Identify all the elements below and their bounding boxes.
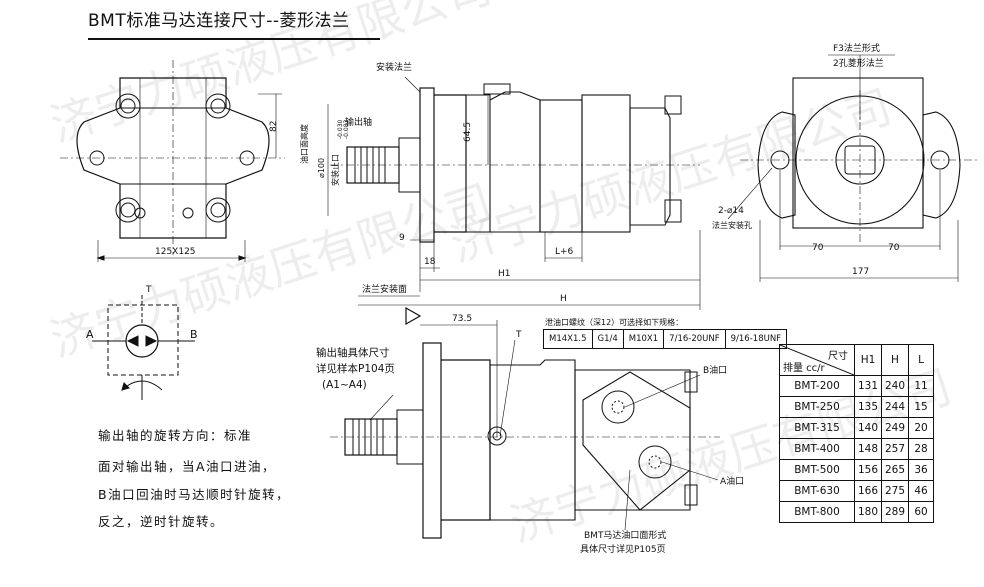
dia-tol-lower: -0.083 xyxy=(343,119,350,139)
dia-label: ⌀100 xyxy=(317,158,326,178)
value-cell: 249 xyxy=(881,417,909,439)
value-cell: 257 xyxy=(881,438,909,460)
col-h: H xyxy=(881,344,909,376)
model-cell: BMT-315 xyxy=(779,417,855,439)
dim-70-a: 70 xyxy=(812,243,824,253)
rotation-line-4: 反之，逆时针旋转。 xyxy=(98,514,225,529)
value-cell: 275 xyxy=(881,480,909,502)
thread-option: G1/4 xyxy=(591,329,624,349)
shaft-label: 输出轴 xyxy=(345,116,372,128)
col-h1: H1 xyxy=(854,344,882,376)
spec-header-corner: 尺寸 排量 cc/r xyxy=(779,344,855,376)
dim-h1: H1 xyxy=(498,269,511,279)
value-cell: 131 xyxy=(854,375,882,397)
value-cell: 15 xyxy=(908,396,934,418)
model-cell: BMT-500 xyxy=(779,459,855,481)
value-cell: 36 xyxy=(908,459,934,481)
lower-t-label: T xyxy=(515,330,522,340)
value-cell: 166 xyxy=(854,480,882,502)
thread-option: 7/16-20UNF xyxy=(663,329,726,349)
model-cell: BMT-250 xyxy=(779,396,855,418)
value-cell: 244 xyxy=(881,396,909,418)
thread-option: M10X1 xyxy=(622,329,665,349)
dim-l6: L+6 xyxy=(555,247,574,257)
a-port-label: A油口 xyxy=(720,475,744,487)
thread-options-table: M14X1.5 G1/4 M10X1 7/16-20UNF 9/16-18UNF xyxy=(543,329,788,349)
rotation-line-2: 面对输出轴，当A油口进油， xyxy=(98,459,277,474)
dia-tol-upper: -0.030 xyxy=(337,119,344,139)
hydraulic-symbol xyxy=(92,295,195,400)
value-cell: 148 xyxy=(854,438,882,460)
value-cell: 140 xyxy=(854,417,882,439)
value-cell: 20 xyxy=(908,417,934,439)
dim-70-b: 70 xyxy=(888,243,900,253)
dia-note: 安装止口 xyxy=(330,154,340,186)
header-top: 尺寸 xyxy=(828,351,848,362)
shaft-note-1: 输出轴具体尺寸 xyxy=(316,346,390,359)
diagonal-line xyxy=(780,345,854,375)
value-cell: 46 xyxy=(908,480,934,502)
title-underline xyxy=(88,38,380,40)
value-cell: 11 xyxy=(908,375,934,397)
col-l: L xyxy=(908,344,934,376)
symbol-a-label: A xyxy=(86,328,94,341)
model-cell: BMT-400 xyxy=(779,438,855,460)
value-cell: 60 xyxy=(908,501,934,523)
lower-motor-view xyxy=(330,306,720,539)
symbol-t-label: T xyxy=(145,285,152,295)
dim-73-5: 73.5 xyxy=(452,314,472,324)
symbol-b-label: B xyxy=(190,328,198,341)
dim-177: 177 xyxy=(852,267,869,277)
page-title: BMT标准马达连接尺寸--菱形法兰 xyxy=(88,11,350,31)
height-dim-label: 82 xyxy=(269,121,279,132)
value-cell: 265 xyxy=(881,459,909,481)
side-motor-view xyxy=(327,76,701,310)
value-cell: 240 xyxy=(881,375,909,397)
model-cell: BMT-630 xyxy=(779,480,855,502)
shaft-note-2: 详见样本P104页 xyxy=(316,362,395,375)
thread-option: M14X1.5 xyxy=(543,329,593,349)
thread-caption: 泄油口螺纹（深12）可选择如下规格： xyxy=(545,317,683,327)
port-note-1: BMT马达油口面形式 xyxy=(584,529,666,541)
dim-64-5: 64.5 xyxy=(463,122,473,142)
value-cell: 180 xyxy=(854,501,882,523)
b-port-label: B油口 xyxy=(703,364,727,376)
height-note-label: 油口面高度 xyxy=(299,124,309,164)
model-cell: BMT-200 xyxy=(779,375,855,397)
rotation-line-1: 输出轴的旋转方向：标准 xyxy=(98,428,253,443)
form-sub: 2孔菱形法兰 xyxy=(833,57,884,69)
value-cell: 156 xyxy=(854,459,882,481)
flange-label: 安装法兰 xyxy=(376,61,412,73)
shaft-note-3: (A1~A4) xyxy=(322,379,367,391)
left-flange-view xyxy=(60,60,285,262)
hole-note: 法兰安装孔 xyxy=(712,220,752,230)
value-cell: 135 xyxy=(854,396,882,418)
port-note-2: 具体尺寸详见P105页 xyxy=(580,543,666,555)
dim-18: 18 xyxy=(424,257,436,267)
right-flange-view xyxy=(727,54,978,282)
value-cell: 289 xyxy=(881,501,909,523)
dim-h: H xyxy=(560,294,567,304)
rotation-line-3: B油口回油时马达顺时针旋转， xyxy=(98,487,291,502)
value-cell: 28 xyxy=(908,438,934,460)
header-bottom: 排量 cc/r xyxy=(783,363,825,374)
dim-9: 9 xyxy=(399,233,405,243)
width-dim-label: 125X125 xyxy=(155,247,196,257)
hole-label: 2-⌀14 xyxy=(718,206,744,216)
flange-face-label: 法兰安装面 xyxy=(362,283,407,295)
thread-option: 9/16-18UNF xyxy=(724,329,788,349)
model-cell: BMT-800 xyxy=(779,501,855,523)
form-label: F3法兰形式 xyxy=(833,42,880,54)
